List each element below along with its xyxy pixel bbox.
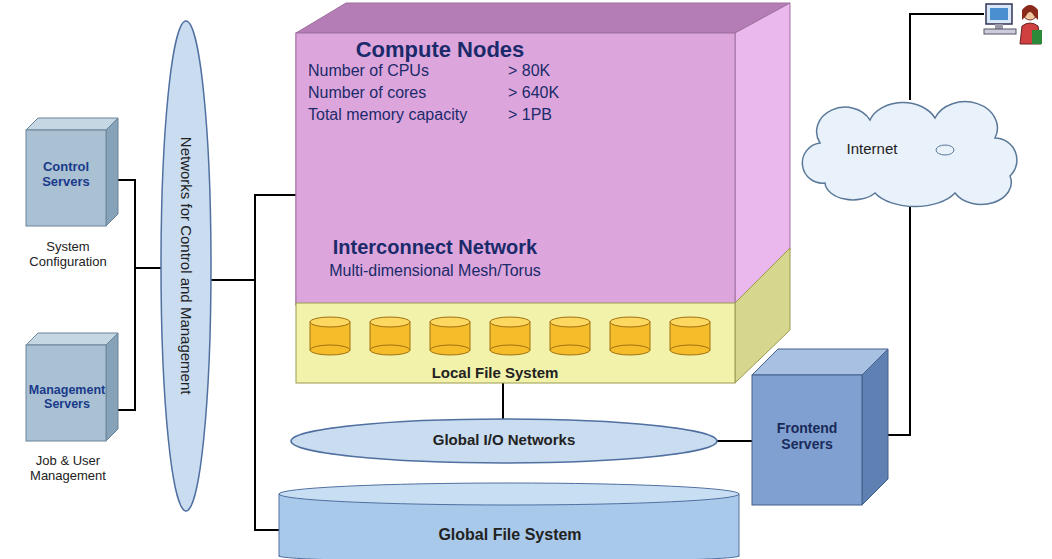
node-text: > 640K: [508, 84, 598, 102]
connector: [118, 268, 161, 410]
node-text: > 80K: [508, 62, 598, 80]
node-text: > 1PB: [508, 106, 598, 124]
network-ellipse: Networks for Control and Management: [160, 20, 212, 512]
connector: [211, 280, 279, 530]
node-text: Interconnect Network: [310, 236, 560, 259]
user-icon: [984, 4, 1042, 44]
node-text: Number of cores: [308, 84, 503, 102]
node-label: Compute Nodes: [320, 37, 560, 62]
node-label: Control Servers: [28, 160, 104, 190]
connector: [717, 440, 752, 442]
node-label: Internet: [822, 140, 922, 157]
server-box: Management ServersJob & User Management: [24, 333, 120, 501]
compute-block: Compute NodesNumber of CPUs > 80K Number o…: [290, 2, 796, 307]
node-text: Number of CPUs: [308, 62, 503, 80]
connector: [211, 195, 296, 280]
internet-cloud: Internet: [795, 108, 1030, 208]
connector: [888, 194, 910, 435]
node-text: Job & User Management: [14, 454, 122, 484]
connector: [118, 180, 161, 268]
node-label: Networks for Control and Management: [177, 40, 194, 492]
shape-outline: [278, 482, 740, 559]
node-label: Management Servers: [24, 383, 110, 412]
node-text: System Configuration: [18, 240, 118, 270]
node-label: Global File System: [380, 526, 640, 544]
server-box: Frontend Servers: [750, 345, 890, 510]
connector: [502, 383, 504, 419]
node-label: Frontend Servers: [760, 420, 854, 452]
shape-outline: [795, 108, 1030, 208]
internet-user-line: [910, 14, 984, 100]
network-ellipse: Global I/O Networks: [290, 418, 718, 464]
node-label: Local File System: [395, 364, 595, 381]
node-text: Total memory capacity: [308, 106, 503, 124]
storage-cylinder: Global File System: [278, 482, 740, 559]
node-text: Multi-dimensional Mesh/Torus: [300, 262, 570, 280]
server-box: Control ServersSystem Configuration: [24, 118, 120, 286]
node-label: Global I/O Networks: [390, 431, 618, 448]
